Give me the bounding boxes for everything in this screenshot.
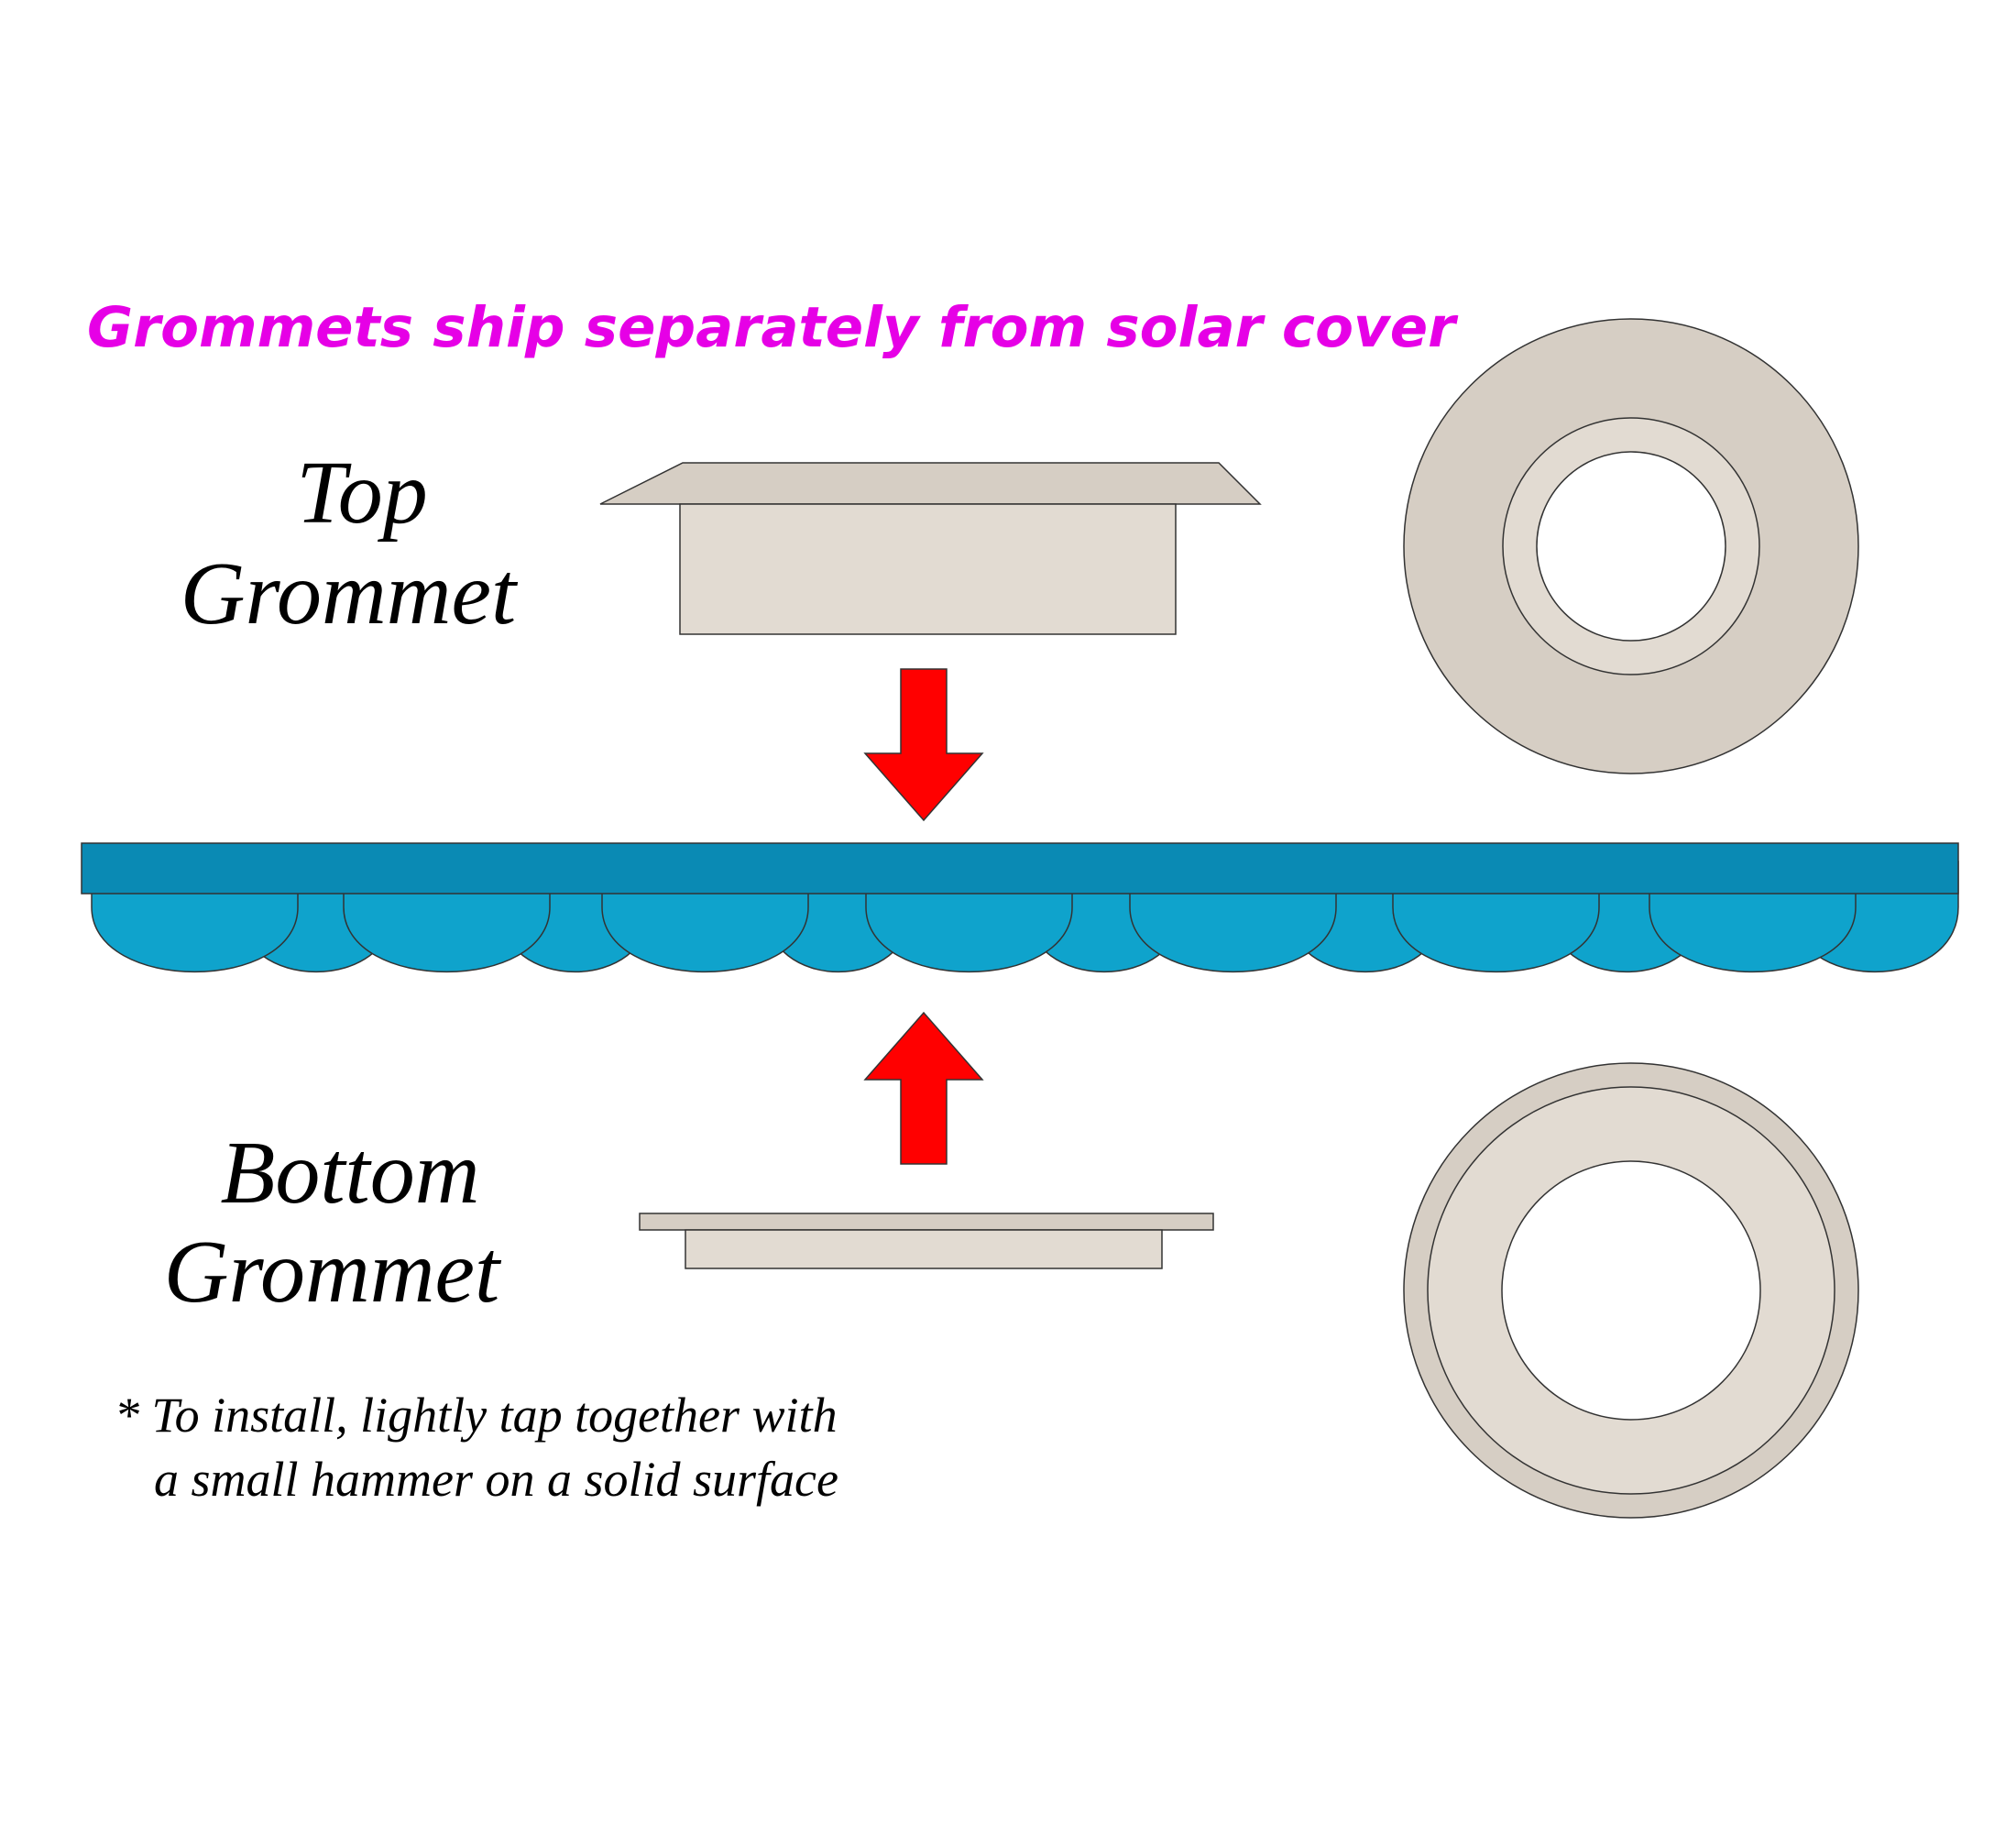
- arrow-up-icon: [863, 1011, 984, 1165]
- top-grommet-side-view: [599, 462, 1262, 635]
- top-grommet-label-line2: Grommet: [181, 544, 519, 643]
- headline: Grommets ship separately from solar cove…: [87, 295, 1459, 360]
- top-grommet-face-view: [1403, 318, 1859, 774]
- solar-cover-cross-section: [81, 842, 1959, 973]
- bottom-grommet-label-line2: Grommet: [164, 1223, 502, 1322]
- install-note-line2: a small hammer on a solid surface: [154, 1452, 838, 1507]
- arrow-down-icon: [863, 668, 984, 822]
- bottom-grommet-label-line1: Bottom: [220, 1124, 479, 1223]
- bottom-grommet-face-view: [1403, 1062, 1859, 1519]
- bottom-grommet-side-view: [639, 1213, 1214, 1269]
- install-note-line1: * To install, lightly tap together with: [115, 1388, 838, 1443]
- top-grommet-label-line1: Top: [296, 444, 428, 543]
- cover-top-strip: [81, 842, 1959, 895]
